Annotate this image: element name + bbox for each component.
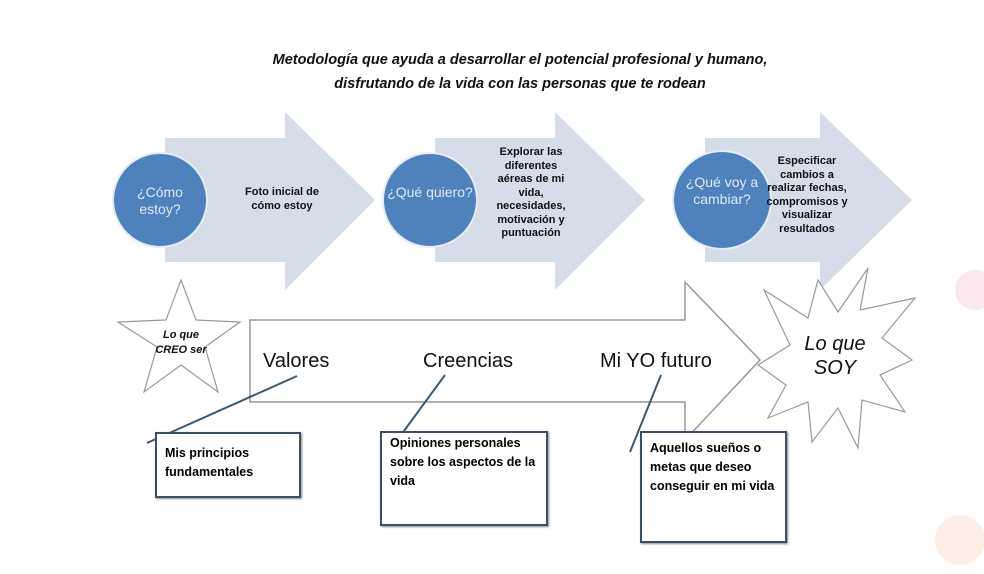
decor-splash (935, 515, 984, 565)
step-arrow-2 (435, 112, 645, 290)
path-label-creencias: Creencias (423, 350, 514, 372)
diagram-title-line-2: disfrutando de la vida con las personas … (334, 76, 706, 92)
step-circle-3 (672, 150, 772, 250)
step-circle-2 (382, 152, 478, 248)
step-question-1: ¿Cómo estoy? (137, 184, 183, 217)
step-question-2: ¿Qué quiero? (387, 184, 473, 200)
growth-path-arrow (249, 280, 762, 442)
path-label-valores: Valores (263, 350, 330, 372)
connector-line (629, 374, 662, 453)
star-shape (116, 278, 242, 394)
definition-box-creencias: Opiniones personales sobre los aspectos … (380, 431, 548, 526)
path-label-mi-yo-futuro: Mi YO futuro (600, 350, 712, 372)
step-arrow-1 (165, 112, 375, 290)
star-label: Lo que CREO ser (155, 329, 207, 356)
step-description-3: Especificar cambios a realizar fechas, c… (766, 155, 848, 235)
step-description-1: Foto inicial de cómo estoy (245, 186, 319, 212)
connector-line (146, 375, 298, 444)
decor-splash (955, 270, 984, 310)
step-arrow-3 (705, 112, 912, 290)
definition-box-valores: Mis principios fundamentales (155, 432, 301, 498)
burst-shape (756, 267, 917, 451)
step-circle-1 (112, 152, 208, 248)
burst-label: Lo que SOY (804, 333, 866, 379)
diagram-title-line-1: Metodología que ayuda a desarrollar el p… (272, 52, 768, 68)
step-question-3: ¿Qué voy a cambiar? (685, 174, 759, 207)
definition-box-mi-yo-futuro: Aquellos sueños o metas que deseo conseg… (640, 431, 787, 543)
step-description-2: Explorar las diferentes aéreas de mi vid… (496, 146, 566, 239)
